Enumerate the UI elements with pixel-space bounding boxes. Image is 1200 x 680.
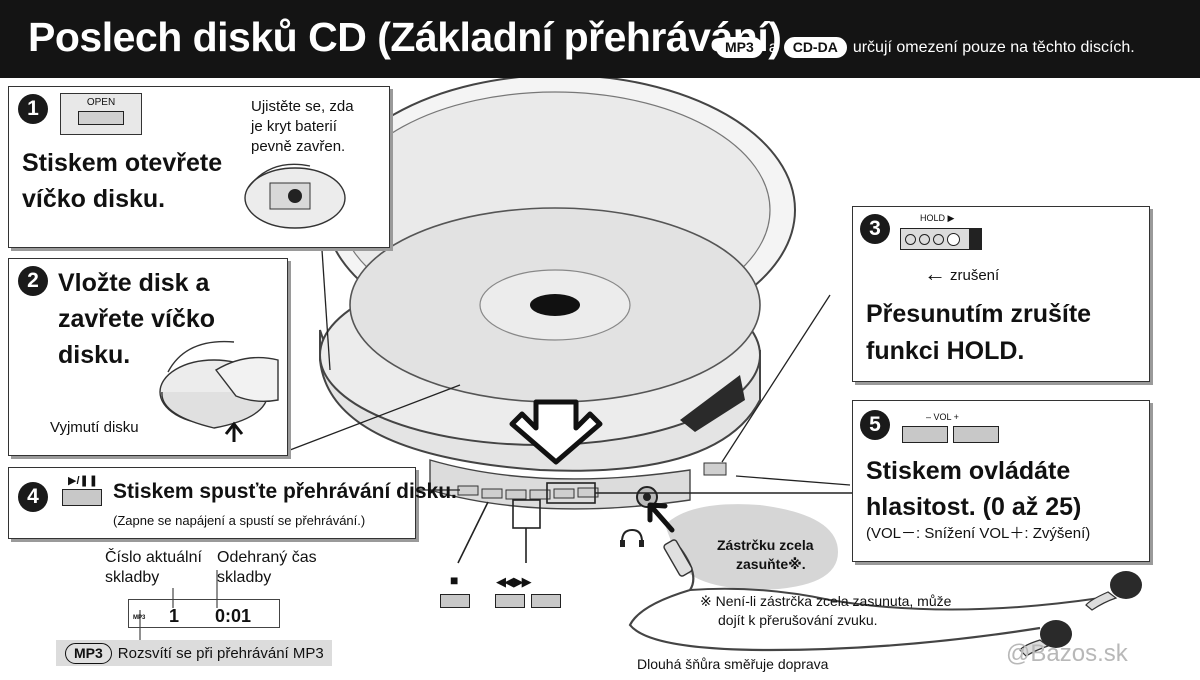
open-button[interactable]: OPEN [60, 93, 142, 135]
cd-disc-hole [530, 294, 580, 316]
plug-warning-line1: ※ Není-li zástrčka zcela zasunuta, může [700, 593, 952, 609]
time-label-line1: Odehraný čas [217, 549, 317, 566]
vol-down-button[interactable] [902, 426, 948, 443]
step5-number: 5 [860, 410, 890, 440]
cdda-badge: CD-DA [783, 37, 847, 58]
vol-note: (VOL－: Snížení VOL＋: Zvýšení) [866, 525, 1091, 542]
hold-switch[interactable] [900, 228, 982, 250]
step5-box [852, 400, 1150, 562]
hold-dot-icon [919, 233, 930, 245]
plug-warning-line2: dojít k přerušování zvuku. [718, 612, 878, 628]
front-buttons [457, 485, 599, 500]
step5-text-line2: hlasitost. (0 až 25) [866, 493, 1082, 521]
cord-note: Dlouhá šňůra směřuje doprava [637, 656, 829, 672]
player-dark-panel [680, 375, 745, 432]
hold-slider-end [969, 228, 981, 250]
header-note: MP3 a CD-DA určují omezení pouze na těch… [716, 37, 1135, 58]
header-connector: a [768, 38, 778, 56]
plug-bubble-shape [665, 504, 838, 590]
step5-text-line1: Stiskem ovládáte [866, 457, 1071, 485]
play-pause-label: ▶/❚❚ [68, 475, 98, 487]
mp3-note-badge: MP3 [65, 642, 112, 664]
track-label-line2: skladby [105, 569, 160, 586]
stop-symbol: ■ [450, 572, 459, 588]
stop-button[interactable] [440, 594, 470, 608]
open-button-label: OPEN [86, 97, 116, 108]
hold-knob-icon [947, 232, 960, 246]
page-title: Poslech disků CD (Základní přehrávání) [28, 14, 782, 60]
step1-text-line2: víčko disku. [22, 185, 166, 213]
vol-up-button[interactable] [953, 426, 999, 443]
step4-text: Stiskem spusťte přehrávání disku. [113, 480, 457, 503]
remove-disc-label: Vyjmutí disku [50, 419, 139, 436]
hold-dot-icon [905, 233, 916, 245]
step2-text-line1: Vložte disk a [58, 269, 210, 297]
display-elapsed-time: 0:01 [215, 606, 252, 626]
battery-cover-illustration [244, 163, 346, 229]
earbud-left [1019, 620, 1072, 657]
page-header: Poslech disků CD (Základní přehrávání) M… [0, 0, 1200, 78]
watermark: @Bazos.sk [1006, 640, 1128, 667]
plug-insert-arrow-icon [647, 502, 675, 533]
headphones-icon [621, 528, 643, 543]
cancel-label: zrušení [950, 267, 1000, 284]
skip-symbols: ◀◀ ▶▶ [496, 574, 532, 589]
insert-down-arrow-icon [509, 399, 603, 465]
battery-note-line3: pevně zavřen. [251, 138, 346, 155]
step2-text-line2: zavřete víčko [58, 305, 216, 333]
vol-label: – VOL + [926, 412, 959, 422]
display-track-number: 1 [169, 606, 180, 626]
track-label-line1: Číslo aktuální [105, 549, 202, 566]
step3-number: 3 [860, 214, 890, 244]
skip-back-button[interactable] [495, 594, 525, 608]
plug-bubble-line2: zasuňte※. [736, 556, 806, 572]
step3-text-line2: funkci HOLD. [866, 337, 1025, 365]
disc-removal-illustration [159, 340, 279, 442]
plug-bubble-line1: Zástrčku zcela [717, 537, 814, 553]
step1-text-line1: Stiskem otevřete [22, 149, 223, 177]
hold-dot-icon [933, 233, 944, 245]
hold-label: HOLD ▶ [920, 213, 955, 223]
open-button-slot [78, 111, 124, 125]
step1-number: 1 [18, 94, 48, 124]
step2-text-line3: disku. [58, 341, 131, 369]
time-label-line2: skladby [217, 569, 272, 586]
hold-switch-on-player [703, 462, 727, 476]
battery-note-line1: Ujistěte se, zda [251, 98, 354, 115]
headphone-plug [663, 539, 693, 577]
mp3-note-text: Rozsvítí se při přehrávání MP3 [117, 644, 324, 662]
left-arrow-icon: ← [924, 261, 946, 286]
step2-number: 2 [18, 266, 48, 296]
step4-number: 4 [18, 482, 48, 512]
step4-subtext: (Zapne se napájení a spustí se přehráván… [113, 513, 366, 528]
display-mp3-indicator: MP3 [133, 615, 146, 621]
mp3-badge: MP3 [716, 37, 763, 58]
skip-forward-button[interactable] [531, 594, 561, 608]
play-pause-button[interactable] [62, 489, 102, 506]
lcd-display: MP3 1 0:01 [128, 599, 280, 628]
header-note-text: určují omezení pouze na těchto discích. [852, 38, 1135, 56]
step2-box [8, 258, 288, 456]
mp3-note-bar: MP3 Rozsvítí se při přehrávání MP3 [56, 640, 332, 666]
earbud-right [1085, 571, 1142, 611]
step3-text-line1: Přesunutím zrušíte [866, 300, 1092, 328]
battery-note-line2: je kryt baterií [251, 118, 337, 135]
